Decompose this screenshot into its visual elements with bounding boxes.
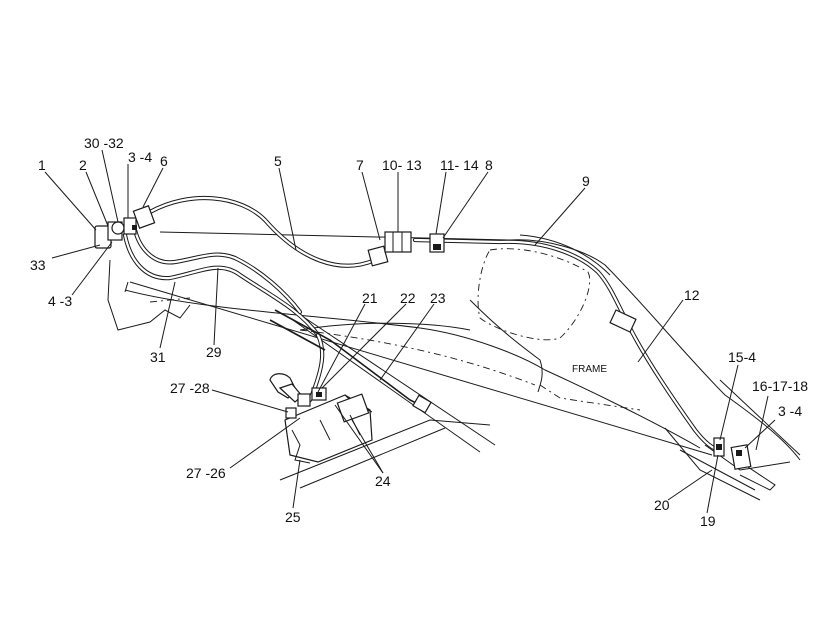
label-22: 22 [400, 290, 416, 306]
label-25: 25 [285, 509, 301, 525]
label-8: 8 [485, 157, 493, 173]
label-6: 6 [160, 153, 168, 169]
label-1: 1 [38, 157, 46, 173]
tube-lines [122, 195, 725, 455]
label-2: 2 [79, 157, 87, 173]
label-33: 33 [30, 257, 46, 273]
right-end-fittings [713, 437, 752, 470]
label-30-32: 30 -32 [84, 135, 124, 151]
frame-cutout [149, 248, 641, 411]
label-12: 12 [684, 287, 700, 303]
label-9: 9 [582, 173, 590, 189]
label-24: 24 [375, 473, 391, 489]
label-20: 20 [654, 497, 670, 513]
frame-label: FRAME [572, 364, 607, 375]
label-3-4-right: 3 -4 [778, 403, 802, 419]
label-19: 19 [700, 513, 716, 529]
label-15-4: 15-4 [728, 349, 756, 365]
label-21: 21 [362, 290, 378, 306]
label-27-28: 27 -28 [170, 380, 210, 396]
label-27-26: 27 -26 [186, 465, 226, 481]
clamp-8 [429, 233, 445, 253]
label-10-13: 10- 13 [382, 157, 422, 173]
label-31: 31 [150, 349, 166, 365]
coupler-10-13 [367, 231, 412, 267]
label-16-17-18: 16-17-18 [752, 378, 808, 394]
label-23: 23 [430, 290, 446, 306]
label-5: 5 [274, 153, 282, 169]
callout-labels: 1 2 30 -32 3 -4 6 5 7 10- 13 11- 14 8 9 … [30, 135, 808, 529]
label-4-3: 4 -3 [48, 293, 72, 309]
left-fitting-cluster [94, 205, 156, 249]
label-29: 29 [206, 344, 222, 360]
label-7: 7 [356, 157, 364, 173]
label-3-4-top: 3 -4 [128, 149, 152, 165]
frame-outline [107, 231, 801, 501]
label-11-14: 11- 14 [440, 157, 479, 173]
leader-lines [44, 149, 776, 514]
tube-clip [609, 309, 637, 333]
clip-23 [412, 394, 432, 414]
valve-assembly [269, 373, 373, 464]
